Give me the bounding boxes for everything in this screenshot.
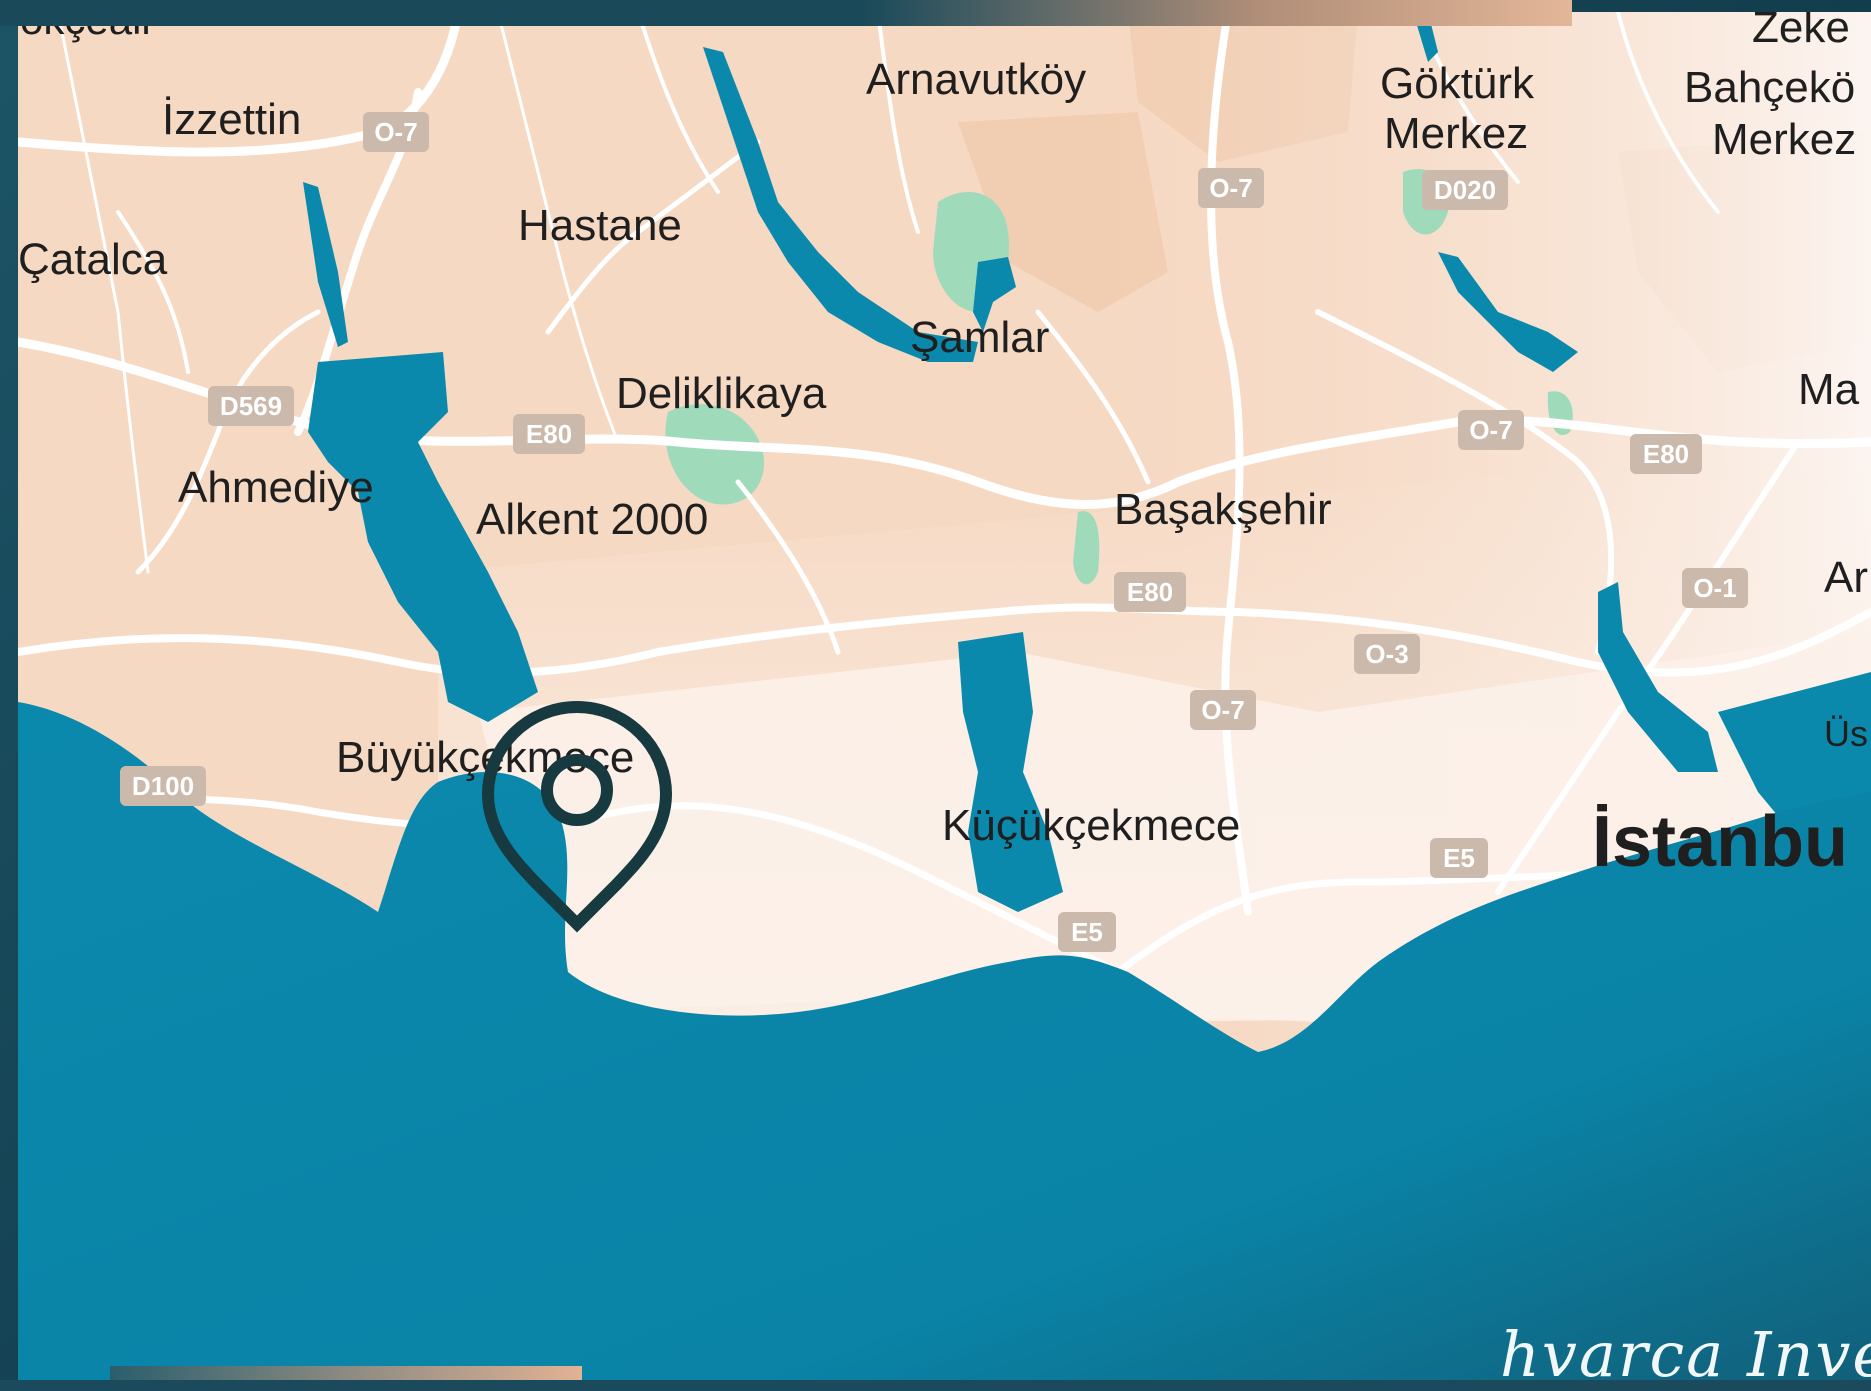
- shield-e80-b: E80: [1630, 434, 1702, 474]
- shield-e5-b: E5: [1058, 912, 1116, 952]
- shield-o3: O-3: [1354, 634, 1420, 674]
- sea: [18, 702, 1871, 1380]
- svg-text:O-7: O-7: [374, 117, 417, 147]
- park-area: [665, 404, 764, 505]
- svg-text:O-7: O-7: [1209, 173, 1252, 203]
- svg-text:O-3: O-3: [1365, 639, 1408, 669]
- urban-area: [478, 632, 1871, 1022]
- svg-text:E80: E80: [1643, 439, 1689, 469]
- place-bahcekoy-merkez: Merkez: [1712, 115, 1856, 164]
- shield-e80-c: E80: [1114, 572, 1186, 612]
- place-ma: Ma: [1798, 365, 1860, 414]
- shield-d020: D020: [1422, 170, 1508, 210]
- shield-o7-c: O-7: [1458, 410, 1524, 450]
- place-alkent: Alkent 2000: [476, 495, 708, 544]
- place-istanbul: İstanbu: [1592, 802, 1848, 882]
- place-arnavutkoy: Arnavutköy: [866, 55, 1086, 104]
- place-catalca: Çatalca: [18, 235, 168, 284]
- park-area: [1073, 511, 1100, 585]
- place-zeke: Zeke: [1752, 12, 1850, 52]
- place-samlar: Şamlar: [910, 313, 1049, 362]
- shield-e5-a: E5: [1430, 838, 1488, 878]
- place-gokturk-merkez: Merkez: [1384, 109, 1528, 158]
- shield-d569: D569: [208, 386, 294, 426]
- place-ar: Ar: [1824, 553, 1868, 602]
- shield-e80-a: E80: [513, 414, 585, 454]
- place-kucukcekmece: Küçükçekmece: [942, 801, 1240, 850]
- map-canvas[interactable]: O-7 O-7 D020 D569 E80 O-7 E80 E80 O-1 O-…: [18, 12, 1871, 1380]
- place-gokturk: Göktürk: [1380, 59, 1535, 108]
- bottom-gradient-bar: [110, 1366, 582, 1380]
- location-pin-icon[interactable]: [481, 700, 673, 933]
- map-panel[interactable]: O-7 O-7 D020 D569 E80 O-7 E80 E80 O-1 O-…: [18, 12, 1871, 1380]
- svg-text:E80: E80: [1127, 577, 1173, 607]
- svg-text:O-1: O-1: [1693, 573, 1736, 603]
- svg-text:D569: D569: [220, 391, 282, 421]
- svg-text:E5: E5: [1443, 843, 1475, 873]
- top-gradient-bar: [0, 0, 1572, 26]
- brand-signature: hvarca Invest: [1500, 1318, 1871, 1391]
- shield-o1: O-1: [1682, 568, 1748, 608]
- shield-o7-d: O-7: [1190, 690, 1256, 730]
- svg-text:E80: E80: [526, 419, 572, 449]
- place-hastane: Hastane: [518, 201, 682, 250]
- svg-text:D100: D100: [132, 771, 194, 801]
- svg-text:E5: E5: [1071, 917, 1103, 947]
- place-ahmediye: Ahmediye: [178, 463, 374, 512]
- place-us: Üs: [1824, 713, 1868, 754]
- svg-text:O-7: O-7: [1469, 415, 1512, 445]
- shield-o7-a: O-7: [363, 112, 429, 152]
- place-basaksehir: Başakşehir: [1114, 485, 1332, 534]
- highway-shields: O-7 O-7 D020 D569 E80 O-7 E80 E80 O-1 O-…: [120, 112, 1748, 952]
- place-izzettin: İzzettin: [162, 95, 301, 144]
- place-bahcekoy: Bahçekö: [1684, 63, 1855, 112]
- water-bodies: [303, 12, 1871, 912]
- shield-o7-b: O-7: [1198, 168, 1264, 208]
- svg-text:O-7: O-7: [1201, 695, 1244, 725]
- place-deliklikaya: Deliklikaya: [616, 369, 827, 418]
- shield-d100: D100: [120, 766, 206, 806]
- svg-text:D020: D020: [1434, 175, 1496, 205]
